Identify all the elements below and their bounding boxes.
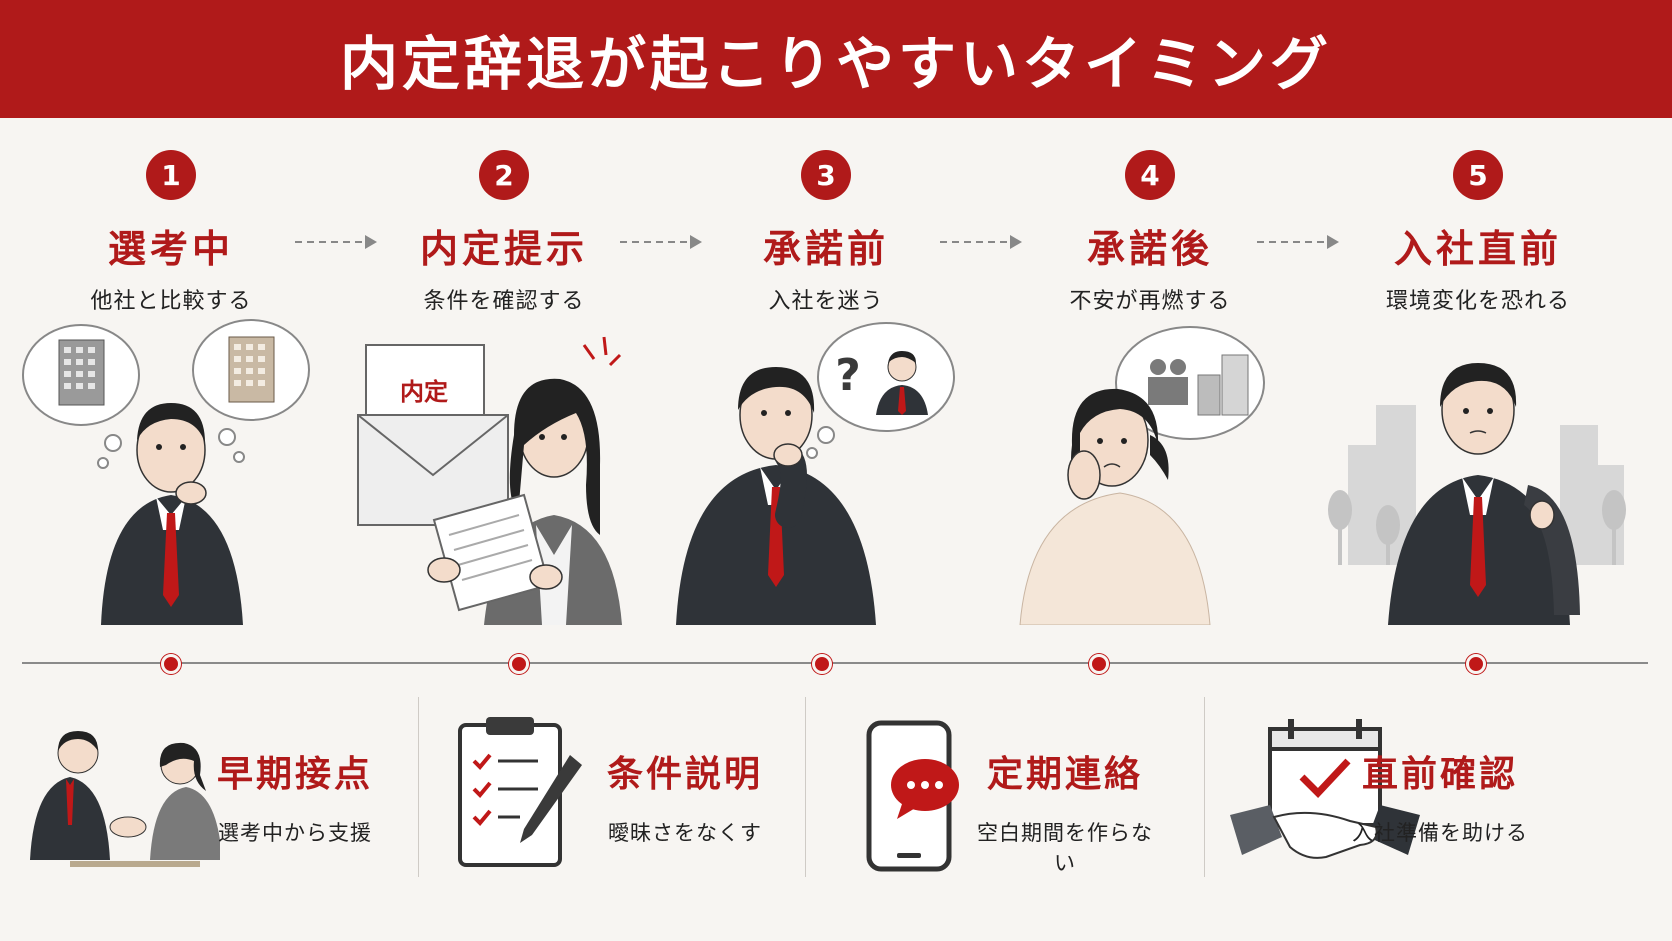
tip-title: 定期連絡 [986,753,1143,795]
stage-number: 5 [1453,150,1503,200]
stage-title: 入社直前 [1393,226,1562,271]
page-title: 内定辞退が起こりやすいタイミング [339,30,1332,98]
stage-5: 5 入社直前 環境変化を恐れる [1328,150,1628,315]
timeline-dot [1466,654,1486,674]
stage-subtitle: 他社と比較する [90,289,252,314]
stage-2: 2 内定提示 条件を確認する [354,150,654,315]
dashed-arrow-icon [620,235,702,249]
stage-number: 1 [146,150,196,200]
clipboard-checklist-icon [458,717,582,867]
comparing-companies-illustration [22,319,310,625]
timeline-dot [509,654,529,674]
tip-title: 早期接点 [216,753,373,795]
stage-subtitle: 入社を迷う [768,289,884,314]
smartphone-chat-icon [866,720,959,872]
header-banner: 内定辞退が起こりやすいタイミング [0,0,1672,118]
divider [418,697,419,877]
timeline-dot [812,654,832,674]
dashed-arrow-icon [940,235,1022,249]
dashed-arrow-icon [1257,235,1339,249]
hesitating-man-illustration: ? [676,322,955,625]
dashed-arrow-icon [295,235,377,249]
stage-title: 内定提示 [419,226,588,271]
stage-number: 3 [801,150,851,200]
new-employee-illustration [1328,363,1626,625]
stage-subtitle: 不安が再燃する [1069,289,1231,314]
calendar-handshake-icon [1230,719,1420,859]
tip-title: 条件説明 [606,753,763,795]
tip-subtitle: 空白期間を作らない [977,821,1153,875]
tip-3: 定期連絡 空白期間を作らない [970,745,1160,877]
stage-1: 1 選考中 他社と比較する [21,150,321,315]
worried-woman-illustration [1019,326,1265,625]
timeline-dot [1089,654,1109,674]
tip-subtitle: 曖昧さをなくす [608,821,762,845]
stage-4: 4 承諾後 不安が再燃する [1000,150,1300,315]
divider [1204,697,1205,877]
offer-label: 内定 [400,378,448,406]
tip-subtitle: 選考中から支援 [218,821,372,845]
stage-title: 承諾後 [1086,226,1213,271]
stage-number: 2 [479,150,529,200]
tip-4: 直前確認 入社準備を助ける [1345,745,1535,847]
divider [805,697,806,877]
timeline-line [22,662,1648,664]
tip-subtitle: 入社準備を助ける [1352,821,1528,845]
stage-title: 選考中 [107,226,234,271]
offer-letter-illustration: 内定 [357,336,622,625]
timeline-dot [161,654,181,674]
stage-title: 承諾前 [762,226,889,271]
stage-subtitle: 条件を確認する [423,289,585,314]
stage-3: 3 承諾前 入社を迷う [676,150,976,315]
stage-number: 4 [1125,150,1175,200]
tip-2: 条件説明 曖昧さをなくす [590,745,780,847]
stage-subtitle: 環境変化を恐れる [1385,289,1570,314]
tip-1: 早期接点 選考中から支援 [200,745,390,847]
handshake-people-icon [30,731,220,867]
svg-text:?: ? [835,350,861,401]
tip-title: 直前確認 [1361,753,1518,795]
